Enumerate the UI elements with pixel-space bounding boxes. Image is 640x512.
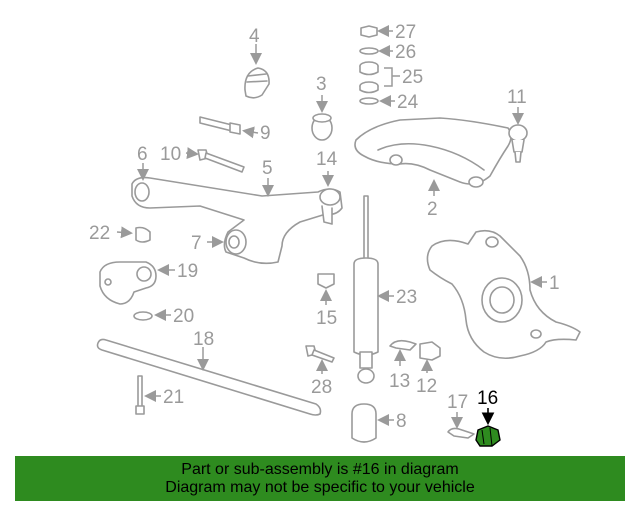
callout-19: 19 — [177, 261, 198, 282]
part-24-washer[interactable]: 24 — [359, 92, 419, 113]
callout-8: 8 — [396, 411, 407, 432]
callout-18: 18 — [193, 329, 214, 350]
part-5-lower-control-arm[interactable]: 6 5 7 — [131, 144, 343, 265]
part-11-ball-joint[interactable]: 11 — [507, 87, 528, 163]
callout-5: 5 — [262, 158, 273, 179]
part-8-bump-stop[interactable]: 8 — [351, 403, 407, 443]
callout-11: 11 — [507, 87, 527, 108]
part-21-link[interactable]: 21 — [135, 375, 184, 415]
part-22-bushing[interactable]: 22 — [89, 223, 151, 244]
banner-line-1: Part or sub-assembly is #16 in diagram — [181, 461, 459, 478]
part-27-nut[interactable]: 27 — [360, 22, 416, 43]
callout-12: 12 — [416, 376, 437, 397]
callout-6: 6 — [137, 144, 148, 165]
callout-3: 3 — [316, 74, 327, 95]
part-info-banner: Part or sub-assembly is #16 in diagram D… — [15, 456, 625, 501]
part-23-shock-absorber[interactable]: 23 — [353, 195, 417, 384]
part-9-bolt[interactable]: 9 — [199, 116, 271, 144]
banner-line-2: Diagram may not be specific to your vehi… — [165, 479, 475, 496]
callout-14: 14 — [316, 149, 338, 170]
callout-25: 25 — [402, 67, 423, 88]
callout-28: 28 — [311, 377, 332, 398]
part-18-stabilizer-bar[interactable]: 18 — [96, 329, 322, 416]
callout-27: 27 — [395, 22, 416, 43]
part-26-washer[interactable]: 26 — [359, 42, 416, 63]
part-15-nut[interactable]: 15 — [316, 273, 337, 329]
part-16-nut-highlighted[interactable]: 16 — [475, 388, 501, 447]
callout-16: 16 — [477, 388, 498, 409]
callout-24: 24 — [397, 92, 419, 113]
callout-10: 10 — [160, 144, 181, 165]
callout-13: 13 — [389, 371, 410, 392]
part-20-nut[interactable]: 20 — [133, 306, 194, 327]
callout-2: 2 — [427, 199, 438, 220]
part-3-bushing[interactable]: 3 — [311, 74, 333, 141]
part-14-ball-joint[interactable]: 14 — [316, 149, 338, 187]
callout-21: 21 — [163, 387, 184, 408]
part-10-bolt[interactable]: 10 — [160, 144, 245, 173]
part-28-bolt[interactable]: 28 — [305, 345, 335, 398]
part-12-nut[interactable]: 12 — [416, 341, 441, 397]
part-19-bracket[interactable]: 19 — [99, 261, 198, 305]
part-17-cotter-pin[interactable]: 17 — [447, 392, 475, 439]
callout-1: 1 — [549, 273, 560, 294]
callout-15: 15 — [316, 308, 337, 329]
part-4-bump-stop[interactable]: 4 — [244, 26, 270, 99]
part-2-upper-control-arm[interactable]: 2 — [354, 117, 512, 220]
callout-22: 22 — [89, 223, 110, 244]
part-25-insulators[interactable]: 25 — [359, 61, 423, 94]
part-13-cotter-pin[interactable]: 13 — [389, 339, 417, 392]
callout-7: 7 — [191, 233, 202, 254]
callout-20: 20 — [173, 306, 194, 327]
callout-17: 17 — [447, 392, 468, 413]
callout-4: 4 — [249, 26, 260, 47]
callout-9: 9 — [260, 123, 271, 144]
callout-26: 26 — [395, 42, 416, 63]
part-1-steering-knuckle[interactable]: 1 — [426, 229, 581, 360]
suspension-parts-diagram: 4 3 27 26 25 24 9 — [89, 22, 581, 447]
callout-23: 23 — [396, 287, 417, 308]
